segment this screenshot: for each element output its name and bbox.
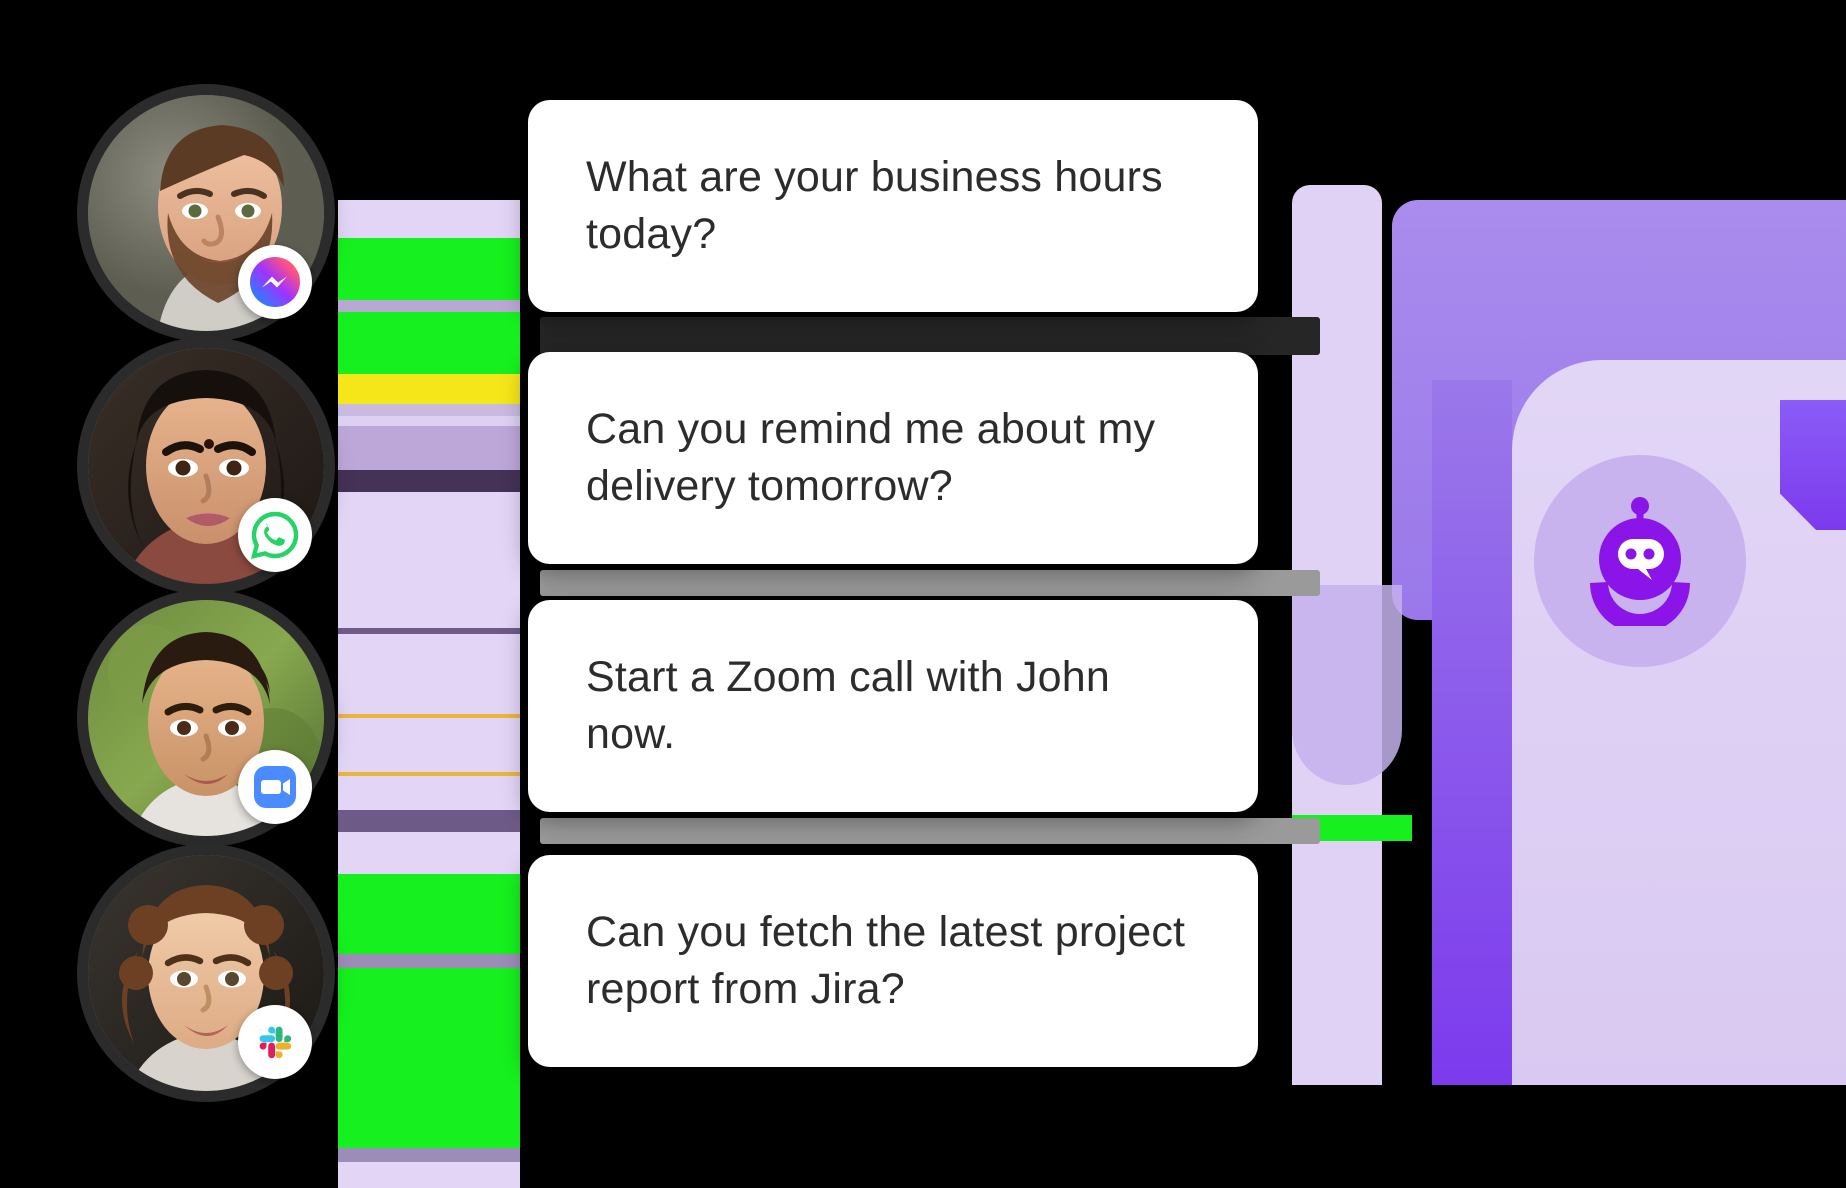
avatar-zoom[interactable] xyxy=(88,600,324,836)
panel-deep-stem xyxy=(1432,380,1512,1085)
avatar-face-woman-curly xyxy=(88,855,324,1091)
strip-segment xyxy=(338,954,520,968)
chat-bubble-3[interactable]: Start a Zoom call with John now. xyxy=(528,600,1258,812)
strip-segment xyxy=(338,968,520,1148)
strip-segment xyxy=(338,492,520,628)
avatar-whatsapp[interactable] xyxy=(88,348,324,584)
strip-segment xyxy=(338,312,520,374)
avatar-ring xyxy=(88,95,324,331)
avatar-slack[interactable] xyxy=(88,855,324,1091)
strip-segment xyxy=(338,404,520,416)
strip-segment xyxy=(338,1162,520,1188)
strip-segment xyxy=(338,628,520,634)
strip-segment xyxy=(338,238,520,300)
strip-segment xyxy=(338,776,520,810)
connector-bar-1 xyxy=(540,317,1320,355)
strip-segment xyxy=(338,300,520,312)
connector-bar-2 xyxy=(540,570,1320,596)
strip-segment xyxy=(338,874,520,954)
zoom-icon[interactable] xyxy=(238,750,312,824)
chat-bubble-2[interactable]: Can you remind me about my delivery tomo… xyxy=(528,352,1258,564)
chatbot-icon[interactable] xyxy=(1570,486,1710,633)
avatar-ring xyxy=(88,348,324,584)
strip-segment xyxy=(338,714,520,718)
chat-bubble-1[interactable]: What are your business hours today? xyxy=(528,100,1258,312)
strip-segment xyxy=(338,832,520,874)
strip-segment xyxy=(338,374,520,404)
chat-bubble-2-text: Can you remind me about my delivery tomo… xyxy=(586,404,1156,510)
strip-segment xyxy=(338,718,520,772)
strip-segment xyxy=(338,416,520,426)
chat-bubble-4-text: Can you fetch the latest project report … xyxy=(586,907,1186,1013)
strip-segment xyxy=(338,634,520,714)
strip-segment xyxy=(338,200,520,238)
chat-bubble-4[interactable]: Can you fetch the latest project report … xyxy=(528,855,1258,1067)
connector-bar-3 xyxy=(540,818,1320,844)
chat-bubble-1-text: What are your business hours today? xyxy=(586,152,1163,258)
avatar-column xyxy=(0,0,340,1188)
panel-tab-left xyxy=(1292,585,1402,785)
slack-icon[interactable] xyxy=(238,1005,312,1079)
messenger-icon[interactable] xyxy=(238,245,312,319)
avatar-face-woman-bindi xyxy=(88,348,324,584)
strip-segment xyxy=(338,1148,520,1162)
chat-bubble-3-text: Start a Zoom call with John now. xyxy=(586,652,1111,758)
whatsapp-icon[interactable] xyxy=(238,498,312,572)
strip-segment xyxy=(338,426,520,470)
strip-segment xyxy=(338,810,520,832)
strip-segment xyxy=(338,470,520,492)
activity-strip xyxy=(338,0,520,1188)
strip-segment xyxy=(338,772,520,776)
avatar-face-man-beard xyxy=(88,95,324,331)
avatar-messenger[interactable] xyxy=(88,95,324,331)
